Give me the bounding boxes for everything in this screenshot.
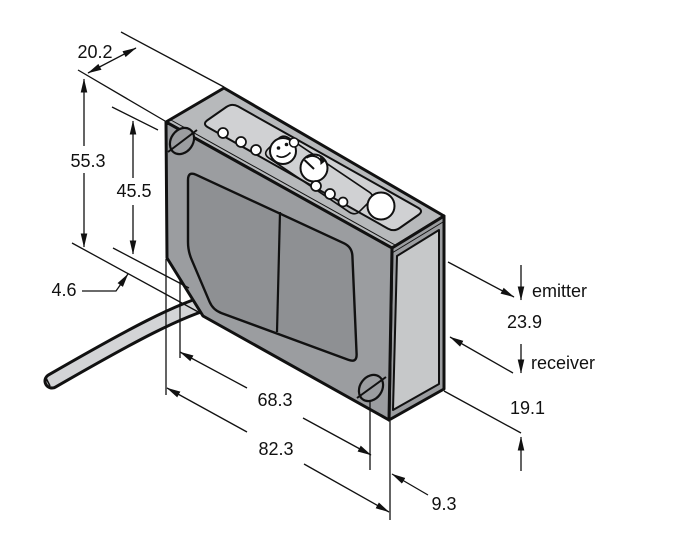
dim-window-height [111,106,190,289]
mounting-hole-bottom [356,373,387,403]
dim-hole-spacing-label: 68.3 [257,390,292,410]
dimension-annotations [71,31,525,520]
dimension-line [179,351,248,389]
display-window [366,191,396,221]
lens-window-divider [275,211,282,333]
teach-button-icon [276,151,292,158]
dim-beam-spacing [447,261,525,374]
dimension-line [302,417,372,456]
dimension-line [87,47,137,74]
dimension-line [166,387,248,433]
sensor-body [43,86,446,422]
teach-button [269,137,300,165]
dim-hole-to-end-leader [391,473,429,496]
dim-end-width [443,390,525,471]
optical-end-panel [392,229,440,411]
status-led-3 [250,144,262,156]
top-right-bevel-edge [391,221,444,254]
top-indicator-panel [203,103,423,232]
teach-button-icon [276,146,281,150]
mounting-hole-bottom-slot [356,376,387,399]
dim-window-height-label: 45.5 [116,181,151,201]
output-led-3 [337,196,349,208]
status-led-1 [217,127,229,139]
teach-button-corner-dot [288,137,300,148]
receiver-label: receiver [531,353,595,373]
cable-tip-notch [45,377,51,387]
dim-overall-height-label: 55.3 [70,151,105,171]
cable-jacket [46,294,222,387]
dim-hole-spacing [179,278,372,470]
dimension-line [303,463,390,513]
emitter-label: emitter [532,281,587,301]
dim-top-width-label: 20.2 [77,42,112,62]
dim-cable-offset-label: 4.6 [51,280,76,300]
extension-line [111,106,159,131]
mounting-hole-top-slot [167,129,198,153]
dimension-labels: 20.2 55.3 45.5 4.6 68.3 82.3 9.3 emitter… [51,42,595,514]
output-led-2 [324,188,336,200]
dim-end-width-label: 19.1 [510,398,545,418]
status-led-2 [235,136,247,148]
lens-window-panel [186,172,358,362]
adjust-button [299,153,329,183]
extension-line [443,390,522,434]
dim-overall-length [165,259,391,520]
top-front-bevel-edge [169,119,397,246]
extension-line [120,31,225,88]
extension-line [112,247,190,289]
extension-line [77,69,166,122]
cable [43,291,225,390]
mounting-hole-top [167,126,198,156]
dim-beam-spacing-label: 23.9 [507,312,542,332]
dim-top-width [77,31,225,122]
dim-cable-offset-leader [82,273,129,292]
receiver-beam-arrow [449,336,514,374]
dim-overall-length-label: 82.3 [258,439,293,459]
gauge-arrowhead-icon [320,157,326,165]
emitter-beam-arrow [447,261,515,298]
dim-hole-to-end-label: 9.3 [431,494,456,514]
gauge-needle-icon [303,159,315,170]
output-led-1 [310,180,322,192]
teach-button-icon [284,142,289,147]
